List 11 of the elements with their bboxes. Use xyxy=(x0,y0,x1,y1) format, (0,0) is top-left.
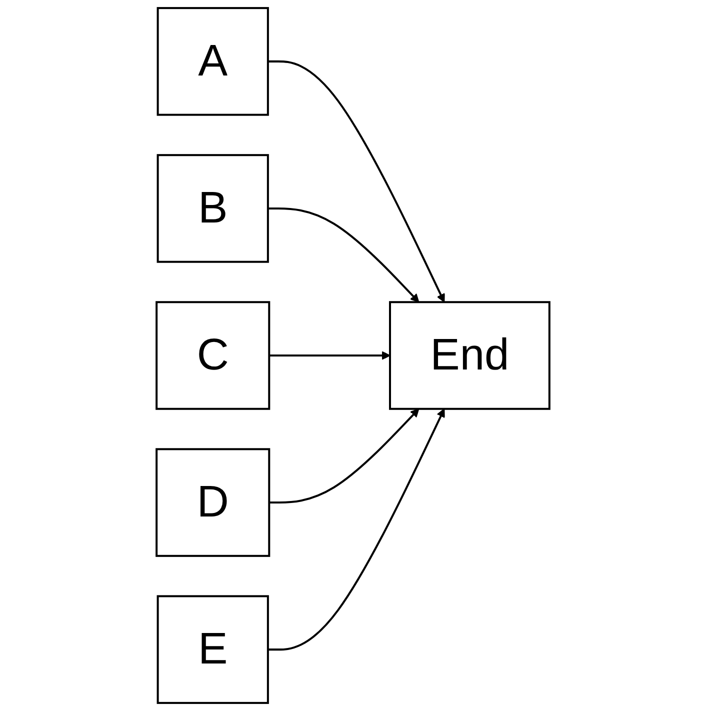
node-box: A xyxy=(156,7,269,116)
node-box: B xyxy=(156,154,269,263)
arrow xyxy=(269,408,420,504)
node-box: D xyxy=(156,448,270,557)
arrow xyxy=(269,351,390,360)
node-box: E xyxy=(156,595,269,704)
node-box: C xyxy=(156,301,270,410)
arrow xyxy=(268,60,445,303)
arrow xyxy=(268,207,420,303)
node-box: End xyxy=(389,301,550,410)
arrow xyxy=(268,408,445,651)
